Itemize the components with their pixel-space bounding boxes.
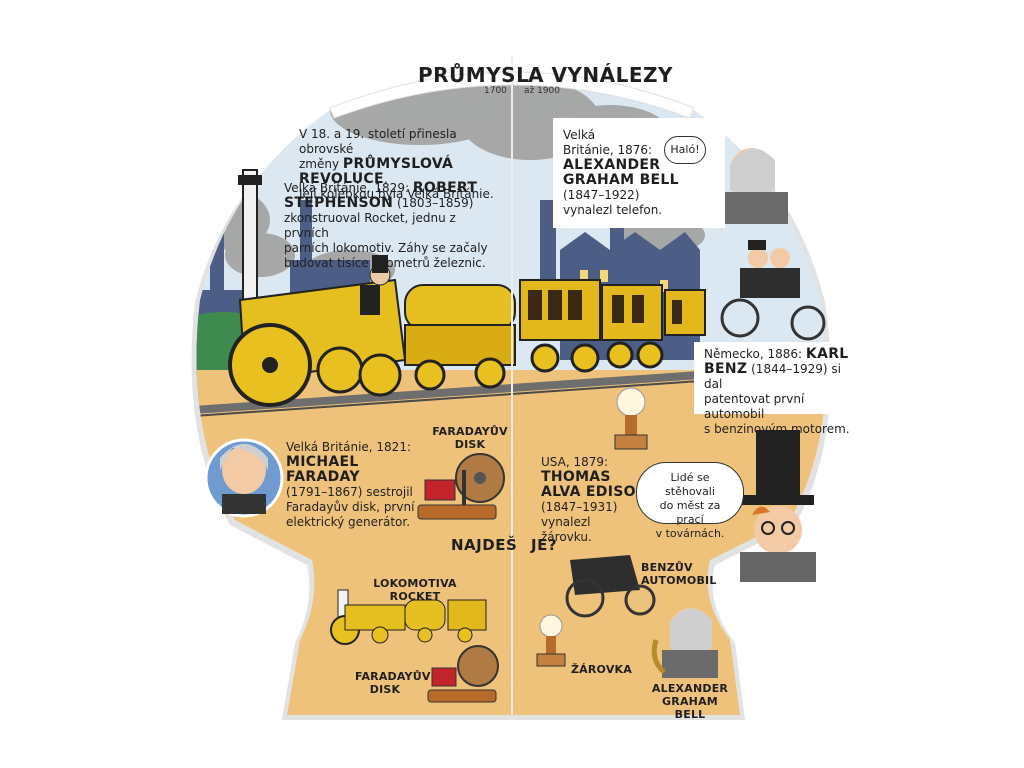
- benz-text: Německo, 1886: KARL BENZ (1844–1929) si …: [704, 347, 854, 437]
- year-end: až 1900: [524, 86, 561, 96]
- faraday-line: Faradayův disk, první: [286, 500, 415, 514]
- edison-name-2: ALVA EDISON: [541, 484, 648, 500]
- intro-line: Její kolébkou byla Velká Británie.: [299, 187, 494, 201]
- benz-line: s benzinovým motorem.: [704, 422, 850, 436]
- bell-dates: (1847–1922): [563, 188, 640, 202]
- stephenson-origin: Velká Británie, 1829:: [284, 181, 413, 195]
- edison-line: vynalezl: [541, 515, 591, 529]
- find-disk: [427, 645, 499, 703]
- benz-line: patentovat první automobil: [704, 392, 805, 421]
- find-bell: [651, 608, 718, 678]
- stephenson-name-2: STEPHENSON: [284, 195, 394, 211]
- edison-speech-line: v továrnách.: [655, 527, 725, 540]
- intro-text-pre: změny: [299, 157, 343, 171]
- edison-name-1: THOMAS: [541, 469, 611, 485]
- bell-name-1: ALEXANDER: [563, 157, 661, 173]
- year-start: 1700: [484, 86, 507, 96]
- title-right: A VYNÁLEZY: [528, 63, 674, 87]
- find-disk-label-2: DISK: [369, 683, 401, 696]
- faraday-text: Velká Británie, 1821: MICHAEL FARADAY (1…: [286, 440, 416, 530]
- stephenson-line: STEPHENSON (1803–1859): [284, 196, 494, 211]
- stephenson-text: Velká Británie, 1829: ROBERT STEPHENSON …: [284, 181, 494, 271]
- find-car-label-2: AUTOMOBIL: [641, 574, 717, 587]
- faraday-disk-label-2: DISK: [454, 438, 486, 451]
- benz-name-2: BENZ: [704, 361, 748, 377]
- book-spine: [511, 55, 513, 715]
- find-bulb-label: ŽÁROVKA: [571, 663, 632, 676]
- benz-dates: (1844–1929) si dal: [704, 362, 841, 391]
- edison-speech-line: do měst za prací: [659, 499, 721, 526]
- faraday-origin: Velká Británie, 1821:: [286, 440, 411, 454]
- rocket-locomotive: [228, 169, 706, 407]
- rails: [196, 371, 701, 416]
- stephenson-name-1: ROBERT: [412, 180, 478, 196]
- faraday-name: MICHAEL FARADAY: [286, 454, 360, 485]
- benz-line: BENZ (1844–1929) si dal: [704, 362, 854, 392]
- faraday-disk-label: FARADAYŮV DISK: [430, 425, 510, 451]
- benz-image-frame: [695, 232, 845, 342]
- benz-car-top: [720, 240, 826, 341]
- faraday-line: (1791–1867) sestrojil: [286, 485, 413, 499]
- intro-line: V 18. a 19. století přinesla obrovské: [299, 127, 457, 156]
- find-title-left: NAJDEŠ: [451, 536, 518, 554]
- intro-text: V 18. a 19. století přinesla obrovské zm…: [299, 127, 509, 202]
- edison-speech-bubble: Lidé se stěhovali do měst za prací v tov…: [636, 462, 744, 540]
- edison-dates: (1847–1931): [541, 500, 618, 514]
- find-car: [565, 555, 656, 618]
- find-bell-label: ALEXANDER GRAHAM BELL: [645, 682, 735, 721]
- find-car-label-1: BENZŮV: [641, 561, 693, 574]
- edison-speech-line: Lidé se stěhovali: [665, 471, 715, 498]
- title-left: PRŮMYSL: [418, 63, 530, 87]
- benz-name-1: KARL: [805, 346, 849, 362]
- stephenson-line: zkonstruoval Rocket, jednu z prvních: [284, 211, 456, 240]
- find-bell-label-1: ALEXANDER: [651, 682, 729, 695]
- benz-panel: [694, 342, 850, 414]
- edison-origin: USA, 1879:: [541, 455, 609, 469]
- stephenson-line: budovat tisíce kilometrů železnic.: [284, 256, 486, 270]
- find-bell-label-2: GRAHAM BELL: [662, 695, 718, 721]
- faraday-disk-label-1: FARADAYŮV: [432, 425, 508, 438]
- stephenson-line: parních lokomotiv. Záhy se začaly: [284, 241, 488, 255]
- find-title-right: JE?: [531, 536, 558, 554]
- edison-line: žárovku.: [541, 530, 592, 544]
- benz-line: Německo, 1886: KARL: [704, 347, 854, 362]
- faraday-portrait: [204, 438, 284, 518]
- find-bulb: [536, 614, 566, 667]
- bell-line: Británie, 1876:: [563, 143, 653, 157]
- find-loco-label: LOKOMOTIVA ROCKET: [373, 577, 457, 603]
- bell-speech-bubble: Haló!: [664, 136, 706, 164]
- edison-figure: [740, 430, 816, 582]
- bell-line: vynalezl telefon.: [563, 203, 663, 217]
- edison-text: USA, 1879: THOMAS ALVA EDISON (1847–1931…: [541, 455, 651, 545]
- bell-name-2: GRAHAM BELL: [563, 172, 679, 188]
- intro-highlight: PRŮMYSLOVÁ REVOLUCE: [299, 156, 454, 187]
- find-disk-label-1: FARADAYŮV: [355, 670, 431, 683]
- intro-line: změny PRŮMYSLOVÁ REVOLUCE.: [299, 157, 509, 187]
- faraday-disk: [417, 453, 505, 520]
- find-loco: [330, 589, 487, 645]
- bell-line: Velká: [563, 128, 596, 142]
- faraday-line: elektrický generátor.: [286, 515, 411, 529]
- find-disk-label: FARADAYŮV DISK: [355, 670, 431, 696]
- stephenson-dates: (1803–1859): [393, 196, 474, 210]
- bell-text: Velká Británie, 1876: ALEXANDER GRAHAM B…: [563, 128, 683, 218]
- edison-bulb: [614, 387, 648, 450]
- benz-origin: Německo, 1886:: [704, 347, 806, 361]
- bell-figure-top: [706, 148, 788, 224]
- intro-text-post: .: [383, 172, 388, 186]
- find-car-label: BENZŮV AUTOMOBIL: [641, 561, 731, 587]
- stephenson-line: Velká Británie, 1829: ROBERT: [284, 181, 494, 196]
